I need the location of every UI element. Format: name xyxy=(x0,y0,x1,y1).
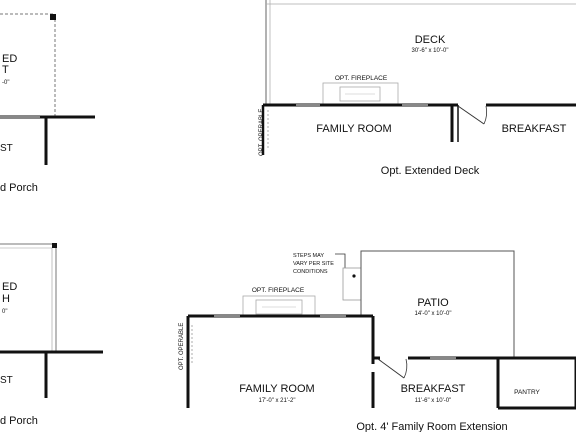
extension-caption: Opt. 4' Family Room Extension xyxy=(356,421,507,432)
porch-label-line-2: H xyxy=(2,293,10,305)
porch-post xyxy=(52,243,57,248)
porch-caption: d Porch xyxy=(0,415,38,427)
deck-caption: Opt. Extended Deck xyxy=(381,165,480,177)
patio-outline xyxy=(360,250,515,358)
porch-room-label: ST xyxy=(0,375,13,386)
patio-label: PATIO xyxy=(417,297,449,309)
wall-gap xyxy=(368,364,378,372)
family-room-dimension: 17'-0" x 21'-2" xyxy=(259,398,296,404)
breakfast-label: BREAKFAST xyxy=(502,123,567,135)
steps-note-line-3: CONDITIONS xyxy=(293,269,328,275)
door-gap xyxy=(380,353,408,363)
steps-note-leader xyxy=(335,253,346,268)
porch-plan-top: ED T -0" ST d Porch xyxy=(0,13,95,194)
fireplace-label: OPT. FIREPLACE xyxy=(252,287,305,294)
steps-note-line-1: STEPS MAY xyxy=(293,253,324,259)
operable-window-label: OPT. OPERABLE xyxy=(259,109,265,156)
door-gap xyxy=(458,100,486,110)
porch-dimension: 0" xyxy=(2,309,7,315)
deck-dimension: 30'-6" x 10'-0" xyxy=(412,48,449,54)
family-room-label: FAMILY ROOM xyxy=(239,383,314,395)
porch-dimension: -0" xyxy=(2,80,9,86)
fireplace-box xyxy=(255,299,303,315)
door-swing-arc xyxy=(483,105,488,125)
breakfast-label: BREAKFAST xyxy=(401,383,466,395)
porch-label-line-1: ED xyxy=(2,53,17,65)
operable-window-label: OPT. OPERABLE xyxy=(179,323,185,370)
deck-title: DECK xyxy=(415,34,446,46)
family-room-extension-plan: STEPS MAY VARY PER SITE CONDITIONS PATIO… xyxy=(179,250,576,432)
porch-room-label: ST xyxy=(0,143,13,154)
extended-deck-plan: DECK 30'-6" x 10'-0" OPT. FIREPLACE OPT.… xyxy=(259,0,576,177)
fireplace-box xyxy=(339,86,381,102)
steps-note-dot xyxy=(352,274,356,278)
door-leaf xyxy=(377,358,405,379)
patio-dimension: 14'-0" x 10'-0" xyxy=(415,311,452,317)
pantry-label: PANTRY xyxy=(514,389,540,396)
fireplace-hearth xyxy=(242,295,316,317)
steps xyxy=(342,267,362,301)
door-swing-arc xyxy=(403,358,408,379)
porch-label-line-2: T xyxy=(2,64,9,76)
door-leaf xyxy=(457,105,485,125)
porch-post xyxy=(50,14,56,20)
family-room-label: FAMILY ROOM xyxy=(316,123,391,135)
steps-note-line-2: VARY PER SITE xyxy=(293,261,334,267)
porch-label-line-1: ED xyxy=(2,281,17,293)
breakfast-dimension: 11'-6" x 10'-0" xyxy=(415,398,451,404)
porch-caption: d Porch xyxy=(0,182,38,194)
fireplace-label: OPT. FIREPLACE xyxy=(335,75,388,82)
porch-plan-bottom: ED H 0" ST d Porch xyxy=(0,243,103,427)
